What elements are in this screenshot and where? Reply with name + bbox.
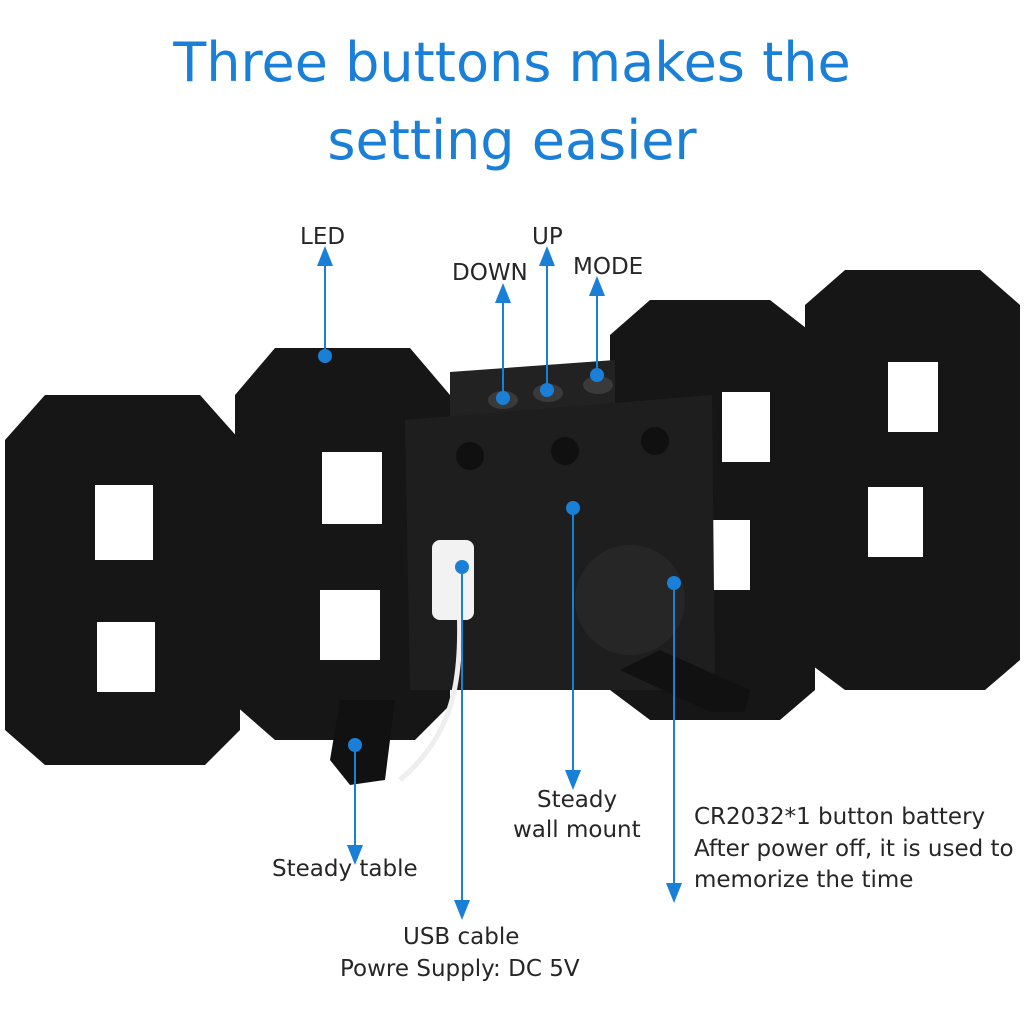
annotation-lines — [317, 246, 682, 920]
label-led: LED — [300, 224, 346, 250]
label-battery-2: After power off, it is used to — [694, 836, 1014, 862]
title-line-1: Three buttons makes the — [173, 31, 851, 94]
mode-button — [583, 376, 613, 394]
left-digits — [5, 348, 450, 765]
label-steady-table: Steady table — [272, 856, 418, 882]
label-down: DOWN — [452, 260, 528, 286]
label-usb-1: USB cable — [403, 924, 520, 950]
battery-cover — [575, 545, 685, 655]
table-stand-left — [330, 700, 395, 785]
usb-plug — [432, 540, 474, 620]
label-up: UP — [532, 224, 563, 250]
label-mode: MODE — [573, 254, 644, 280]
label-battery-3: memorize the time — [694, 867, 914, 893]
label-usb-2: Powre Supply: DC 5V — [340, 956, 580, 982]
title-line-2: setting easier — [327, 109, 697, 172]
annotation-dots — [318, 349, 681, 752]
label-battery-1: CR2032*1 button battery — [694, 804, 986, 830]
label-wall-1: Steady — [537, 787, 618, 813]
table-stand-right — [620, 650, 750, 712]
label-wall-2: wall mount — [513, 817, 641, 843]
